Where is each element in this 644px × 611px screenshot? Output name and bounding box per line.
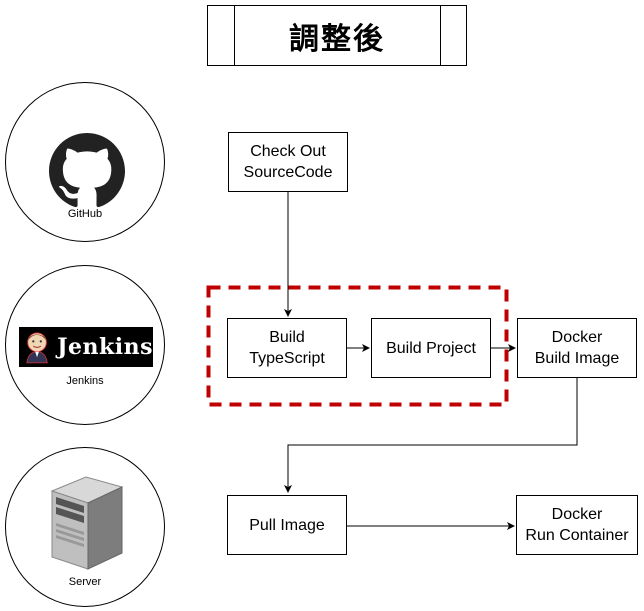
step-docker-run-line2: Run Container (525, 527, 629, 544)
diagram-title: 調整後 (289, 21, 385, 57)
step-docker-run-line1: Docker (551, 506, 603, 523)
title-box-right-bar (440, 6, 441, 65)
github-label: GitHub (67, 208, 103, 220)
title-box-left-bar (234, 6, 235, 65)
jenkins-logo: Jenkins (19, 327, 153, 367)
server-node: Server (5, 447, 165, 607)
server-label: Server (68, 576, 102, 588)
step-pull-image-label: Pull Image (249, 516, 325, 534)
github-node: GitHub (5, 82, 165, 242)
github-octocat-icon (49, 133, 125, 208)
step-build-ts-line1: Build (269, 329, 305, 346)
jenkins-node: Jenkins Jenkins (5, 265, 165, 425)
step-build-ts-line2: TypeScript (249, 350, 325, 367)
step-checkout-line1: Check Out (250, 143, 326, 160)
server-tower-icon (50, 476, 124, 570)
step-pull-image: Pull Image (227, 495, 347, 555)
step-docker-build-line2: Build Image (534, 350, 620, 367)
step-build-project-label: Build Project (386, 339, 476, 357)
step-checkout-line2: SourceCode (243, 164, 333, 181)
jenkins-butler-icon (26, 332, 48, 364)
step-docker-build-line1: Docker (551, 329, 603, 346)
title-box: 調整後 (207, 5, 467, 66)
arrow-docker-build-to-pull-image (284, 377, 578, 493)
jenkins-logo-text: Jenkins (57, 334, 153, 360)
jenkins-label: Jenkins (66, 375, 104, 387)
step-build-project: Build Project (371, 318, 491, 378)
